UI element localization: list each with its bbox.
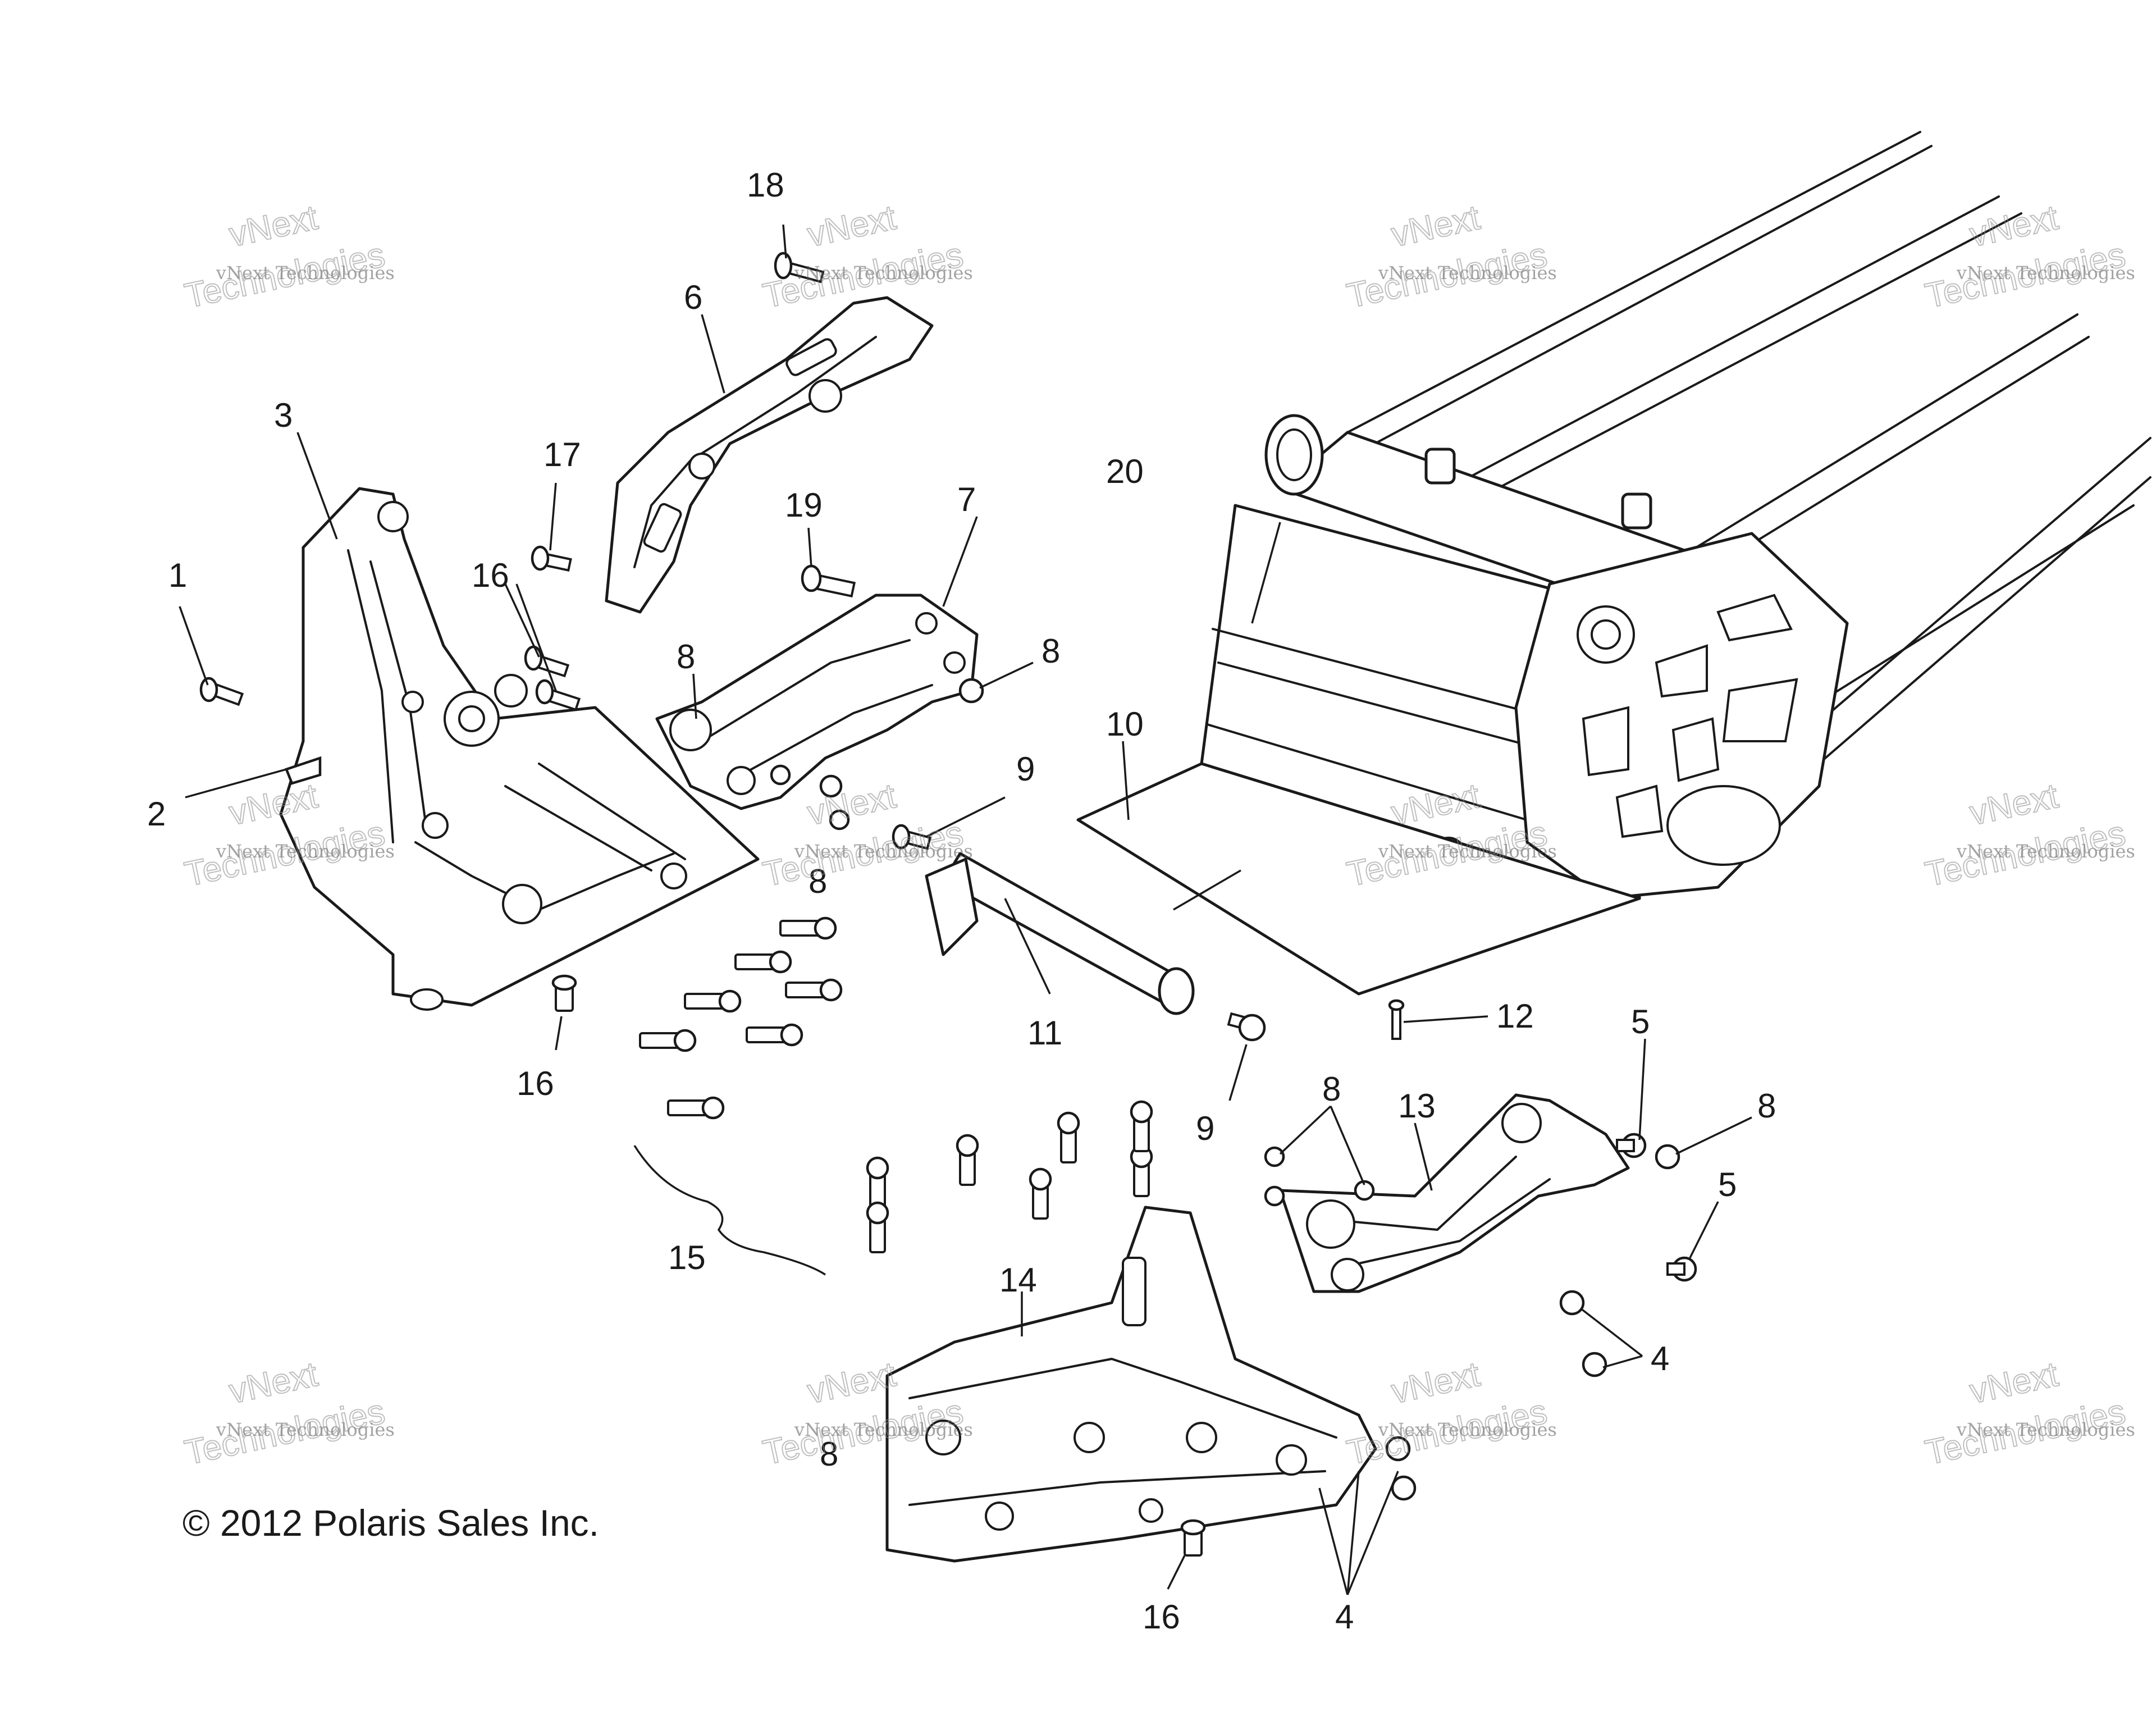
part-2-washer bbox=[285, 756, 322, 785]
part-8-nuts bbox=[770, 678, 1680, 1207]
watermark-text: vNext Technologies bbox=[216, 262, 395, 284]
part-16-bolts-lower bbox=[551, 974, 1206, 1557]
callout-16: 16 bbox=[1143, 1598, 1180, 1636]
part-6-upper-brace bbox=[605, 296, 934, 614]
callout-17: 17 bbox=[543, 436, 581, 473]
watermark-text: vNext Technologies bbox=[216, 841, 395, 862]
watermark-text: vNext Technologies bbox=[794, 1419, 973, 1440]
watermark-text: vNext bbox=[1388, 198, 1483, 254]
watermark-text: Technologies bbox=[181, 235, 388, 316]
callout-3: 3 bbox=[274, 396, 293, 434]
part-16-bolts-upper bbox=[524, 645, 581, 711]
watermark-text: vNext Technologies bbox=[1956, 1419, 2135, 1440]
callout-labels: 1 2 3 4 4 5 5 6 7 8 8 8 8 8 8 9 9 10 11 … bbox=[147, 166, 1776, 1636]
watermark: vNext vNext Technologies Technologies bbox=[181, 1354, 395, 1473]
part-13-bracket bbox=[1278, 1093, 1630, 1293]
part-19-bolt bbox=[801, 564, 856, 598]
watermark-text: vNext Technologies bbox=[1378, 1419, 1557, 1440]
callout-8: 8 bbox=[677, 638, 695, 676]
watermark-text: vNext bbox=[226, 1355, 321, 1411]
callout-8: 8 bbox=[808, 862, 827, 900]
callout-13: 13 bbox=[1398, 1087, 1436, 1125]
watermark: vNext vNext Technologies Technologies bbox=[1921, 198, 2135, 316]
watermark-text: vNext Technologies bbox=[1378, 841, 1557, 862]
callout-5: 5 bbox=[1718, 1166, 1737, 1203]
callout-11: 11 bbox=[1027, 1014, 1062, 1052]
watermark-text: vNext Technologies bbox=[1956, 841, 2135, 862]
callout-16: 16 bbox=[472, 556, 509, 594]
watermark: vNext vNext Technologies Technologies bbox=[1343, 1354, 1557, 1473]
watermark-text: vNext Technologies bbox=[1956, 262, 2135, 284]
watermark-text: Technologies bbox=[1922, 235, 2128, 316]
part-20-tunnel bbox=[1076, 131, 2152, 996]
callout-8: 8 bbox=[1322, 1070, 1341, 1108]
callout-15: 15 bbox=[668, 1239, 706, 1276]
callout-20: 20 bbox=[1106, 453, 1144, 490]
part-7-bracket bbox=[655, 594, 979, 810]
callout-9: 9 bbox=[1196, 1110, 1214, 1147]
callout-5: 5 bbox=[1631, 1003, 1650, 1041]
watermark: vNext vNext Technologies Technologies bbox=[1343, 198, 1557, 316]
watermark-text: vNext Technologies bbox=[1378, 262, 1557, 284]
part-14-lower-frame bbox=[885, 1206, 1377, 1563]
watermark-text: Technologies bbox=[1922, 1392, 2128, 1472]
part-1-bolt bbox=[199, 677, 244, 706]
callout-4: 4 bbox=[1335, 1598, 1354, 1636]
callout-10: 10 bbox=[1106, 705, 1144, 743]
callout-18: 18 bbox=[747, 166, 784, 204]
callout-14: 14 bbox=[999, 1261, 1037, 1299]
watermark-text: vNext bbox=[804, 777, 899, 833]
callout-19: 19 bbox=[785, 486, 823, 524]
watermark-text: vNext bbox=[1388, 1355, 1483, 1411]
watermark-text: Technologies bbox=[181, 1392, 388, 1472]
callout-16: 16 bbox=[517, 1065, 554, 1102]
callout-7: 7 bbox=[957, 481, 976, 518]
copyright-notice: © 2012 Polaris Sales Inc. bbox=[182, 1502, 599, 1544]
watermark-text: Technologies bbox=[1344, 1392, 1550, 1472]
watermark-text: vNext bbox=[1966, 777, 2061, 833]
watermark-text: Technologies bbox=[1922, 814, 2128, 894]
part-11-shaft bbox=[925, 852, 1195, 1015]
part-4-bolts bbox=[1385, 1290, 1607, 1501]
callout-8: 8 bbox=[1757, 1087, 1776, 1125]
part-12-rivet bbox=[1388, 999, 1405, 1040]
watermark: vNext vNext Technologies Technologies bbox=[181, 198, 395, 316]
watermark-text: Technologies bbox=[1344, 235, 1550, 316]
watermark-text: vNext Technologies bbox=[216, 1419, 395, 1440]
part-9-bolts bbox=[892, 824, 1266, 1042]
callout-8: 8 bbox=[1042, 632, 1060, 670]
callout-2: 2 bbox=[147, 795, 166, 833]
watermark-text: vNext bbox=[804, 198, 899, 254]
part-3-front-frame-left bbox=[279, 487, 760, 1011]
callout-6: 6 bbox=[684, 279, 702, 316]
watermark: vNext vNext Technologies Technologies bbox=[1921, 1354, 2135, 1473]
watermark-text: vNext bbox=[226, 198, 321, 254]
part-15-bolt-set bbox=[639, 916, 1153, 1253]
leader-lines bbox=[179, 224, 1752, 1595]
callout-1: 1 bbox=[168, 556, 187, 594]
watermark-text: vNext bbox=[804, 1355, 899, 1411]
watermark-text: vNext Technologies bbox=[794, 262, 973, 284]
watermark-text: vNext Technologies bbox=[794, 841, 973, 862]
callout-9: 9 bbox=[1016, 750, 1035, 788]
part-17-bolt bbox=[531, 545, 572, 572]
watermark: vNext vNext Technologies Technologies bbox=[1921, 776, 2135, 895]
callout-4: 4 bbox=[1651, 1340, 1669, 1377]
part-18-pin bbox=[774, 252, 825, 284]
watermark-text: vNext bbox=[1966, 1355, 2061, 1411]
callout-12: 12 bbox=[1496, 997, 1534, 1035]
callout-8: 8 bbox=[820, 1435, 838, 1473]
